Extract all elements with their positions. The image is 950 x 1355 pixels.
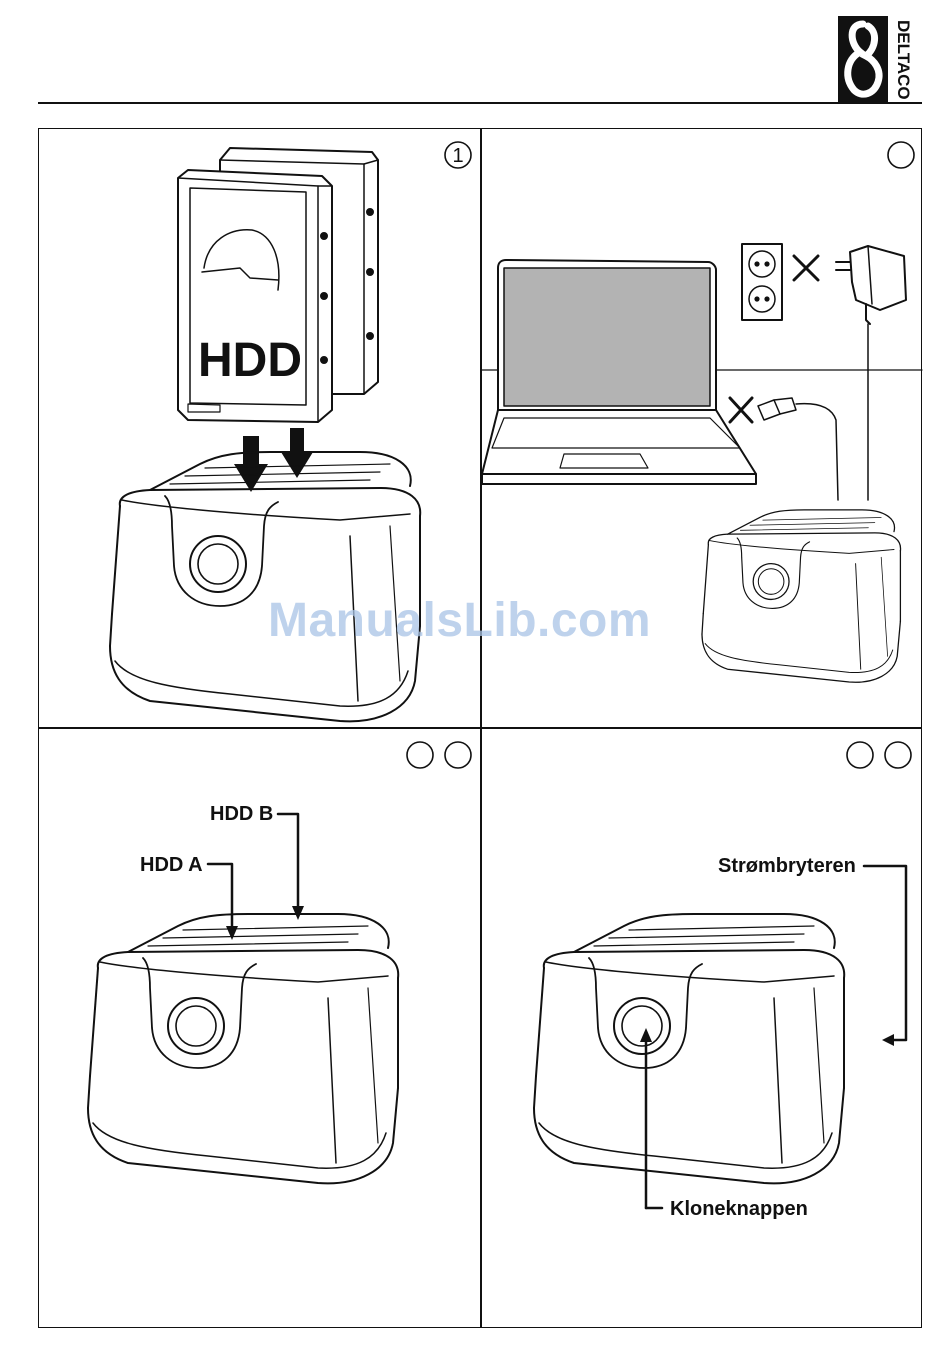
step-badge-3a bbox=[407, 742, 433, 768]
step-badge-4b bbox=[885, 742, 911, 768]
panel-4: Strømbryteren Kloneknappen bbox=[534, 742, 911, 1220]
clone-button-label: Kloneknappen bbox=[670, 1198, 808, 1220]
dock-panel-1 bbox=[110, 452, 420, 721]
laptop-screen bbox=[504, 268, 710, 406]
watermark: ManualsLib.com bbox=[268, 593, 651, 648]
usb-plug-icon bbox=[758, 398, 838, 500]
dock-panel-2 bbox=[702, 510, 901, 682]
step-badge-4a bbox=[847, 742, 873, 768]
panel-3: HDD B HDD A bbox=[88, 742, 471, 1183]
cross-icon-power bbox=[794, 256, 818, 280]
step-number-1: 1 bbox=[452, 145, 463, 167]
laptop bbox=[482, 260, 756, 484]
power-switch-label: Strømbryteren bbox=[718, 855, 856, 877]
hdd-a-label: HDD A bbox=[140, 854, 203, 876]
hdd-a-pointer bbox=[208, 864, 232, 930]
cross-icon-usb bbox=[730, 398, 752, 422]
dock-panel-3 bbox=[88, 914, 398, 1183]
hdd-b-label: HDD B bbox=[210, 803, 273, 825]
power-adapter-icon bbox=[836, 246, 906, 500]
wall-socket bbox=[742, 244, 782, 320]
hdd-b-pointer bbox=[278, 814, 298, 910]
hdd-label: HDD bbox=[198, 334, 302, 387]
power-switch-pointer bbox=[864, 866, 906, 1040]
dock-panel-4 bbox=[534, 914, 844, 1183]
step-badge-2 bbox=[888, 142, 914, 168]
step-badge-3b bbox=[445, 742, 471, 768]
